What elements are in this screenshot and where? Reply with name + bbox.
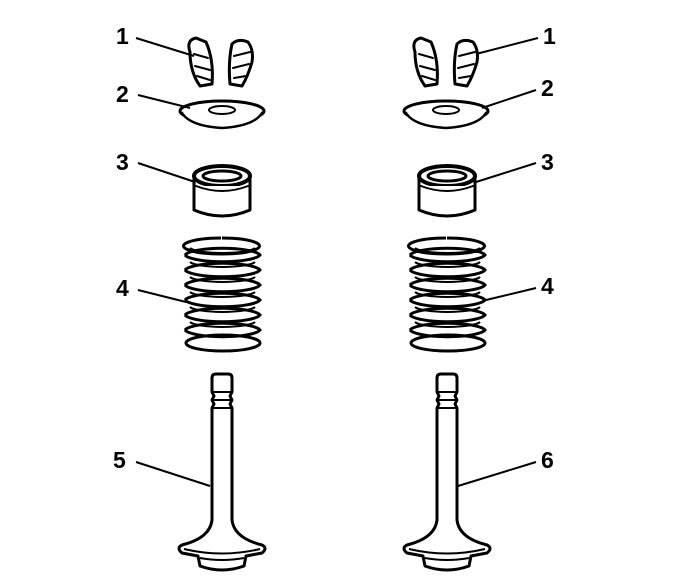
left-valve-keepers	[187, 36, 254, 88]
right-valve-spring-retainer	[402, 99, 490, 130]
left-valve-spring	[182, 236, 262, 353]
callout-right-valve: 6	[541, 447, 554, 473]
right-valve-spring	[407, 236, 487, 353]
callout-numbers: 1 2 3 4 5 1 2 3 4 6	[113, 23, 556, 473]
callout-left-retainer: 2	[116, 81, 129, 107]
right-valve-keepers	[412, 36, 479, 88]
left-valve-assembly	[177, 36, 267, 572]
callout-left-keepers: 1	[116, 23, 129, 49]
callout-left-valve: 5	[113, 447, 126, 473]
left-valve	[177, 372, 267, 572]
callout-right-spring: 4	[541, 273, 554, 299]
right-valve-stem-seal	[417, 164, 477, 218]
callout-right-seal: 3	[541, 149, 554, 175]
left-valve-stem-seal	[192, 164, 252, 218]
right-valve	[402, 372, 492, 572]
callout-right-retainer: 2	[541, 75, 554, 101]
left-valve-spring-retainer	[178, 99, 266, 130]
callout-right-keepers: 1	[543, 23, 556, 49]
leader-lines	[135, 37, 539, 487]
callout-left-seal: 3	[116, 149, 129, 175]
right-valve-assembly	[402, 36, 492, 572]
callout-left-spring: 4	[116, 275, 129, 301]
